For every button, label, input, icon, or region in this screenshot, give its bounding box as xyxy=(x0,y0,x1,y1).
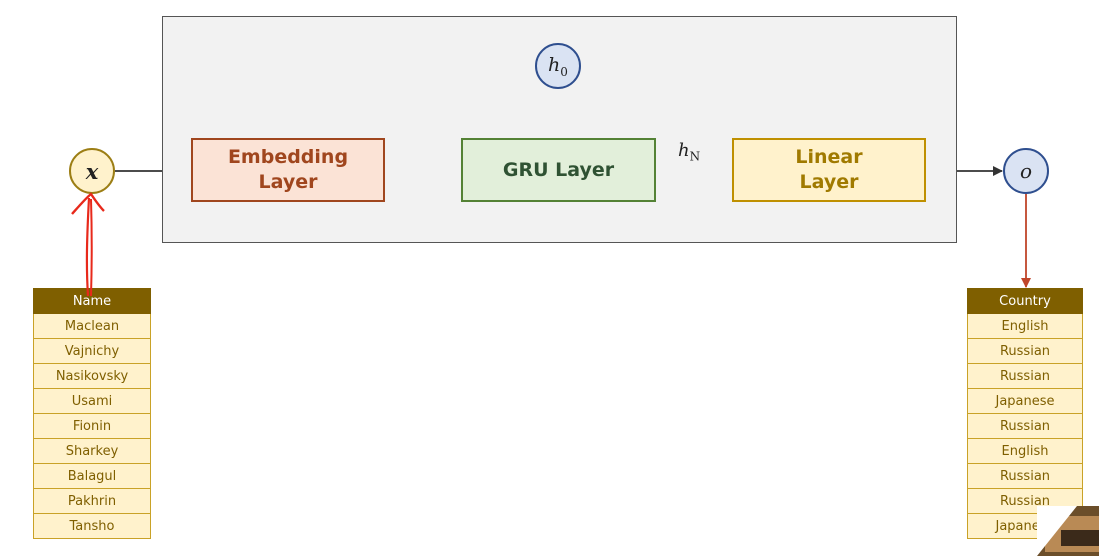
name-cell: Vajnichy xyxy=(33,338,151,364)
linear-layer-box: Linear Layer xyxy=(732,138,926,202)
name-cell: Pakhrin xyxy=(33,488,151,514)
name-cell: Tansho xyxy=(33,513,151,539)
hidden-init-label: h0 xyxy=(548,54,568,79)
country-row: Russian xyxy=(967,363,1083,389)
country-row: Russian xyxy=(967,413,1083,439)
country-cell: Russian xyxy=(967,363,1083,389)
hidden-final-subscript: N xyxy=(689,149,701,164)
name-row: Vajnichy xyxy=(33,338,151,364)
embedding-layer-label: Embedding Layer xyxy=(227,146,349,193)
input-node-x: x xyxy=(69,148,115,194)
name-cell: Maclean xyxy=(33,313,151,339)
country-row: English xyxy=(967,313,1083,339)
name-cell: Sharkey xyxy=(33,438,151,464)
country-cell: Russian xyxy=(967,338,1083,364)
name-row: Sharkey xyxy=(33,438,151,464)
hidden-final-symbol: h xyxy=(678,140,690,161)
name-row: Nasikovsky xyxy=(33,363,151,389)
country-row: Russian xyxy=(967,338,1083,364)
input-node-label: x xyxy=(85,158,99,184)
presenter-video-thumbnail xyxy=(1037,506,1099,556)
linear-layer-label: Linear Layer xyxy=(795,146,863,193)
hidden-init-symbol: h xyxy=(548,53,561,76)
country-cell: English xyxy=(967,313,1083,339)
name-cell: Usami xyxy=(33,388,151,414)
hidden-init-node: h0 xyxy=(535,43,581,89)
gru-layer-label: GRU Layer xyxy=(502,158,615,181)
name-row: Maclean xyxy=(33,313,151,339)
hidden-final-label: hN xyxy=(678,140,700,164)
name-row: Pakhrin xyxy=(33,488,151,514)
output-node-o: o xyxy=(1003,148,1049,194)
name-cell: Nasikovsky xyxy=(33,363,151,389)
embedding-layer-box: Embedding Layer xyxy=(191,138,385,202)
countries-table-header: Country xyxy=(967,288,1083,314)
country-cell: Russian xyxy=(967,463,1083,489)
country-cell: English xyxy=(967,438,1083,464)
name-row: Usami xyxy=(33,388,151,414)
name-cell: Fionin xyxy=(33,413,151,439)
country-row: English xyxy=(967,438,1083,464)
name-row: Tansho xyxy=(33,513,151,539)
name-row: Fionin xyxy=(33,413,151,439)
country-row: Russian xyxy=(967,463,1083,489)
output-node-label: o xyxy=(1019,159,1033,183)
gru-layer-box: GRU Layer xyxy=(461,138,656,202)
country-cell: Russian xyxy=(967,413,1083,439)
hidden-init-subscript: 0 xyxy=(560,64,568,79)
